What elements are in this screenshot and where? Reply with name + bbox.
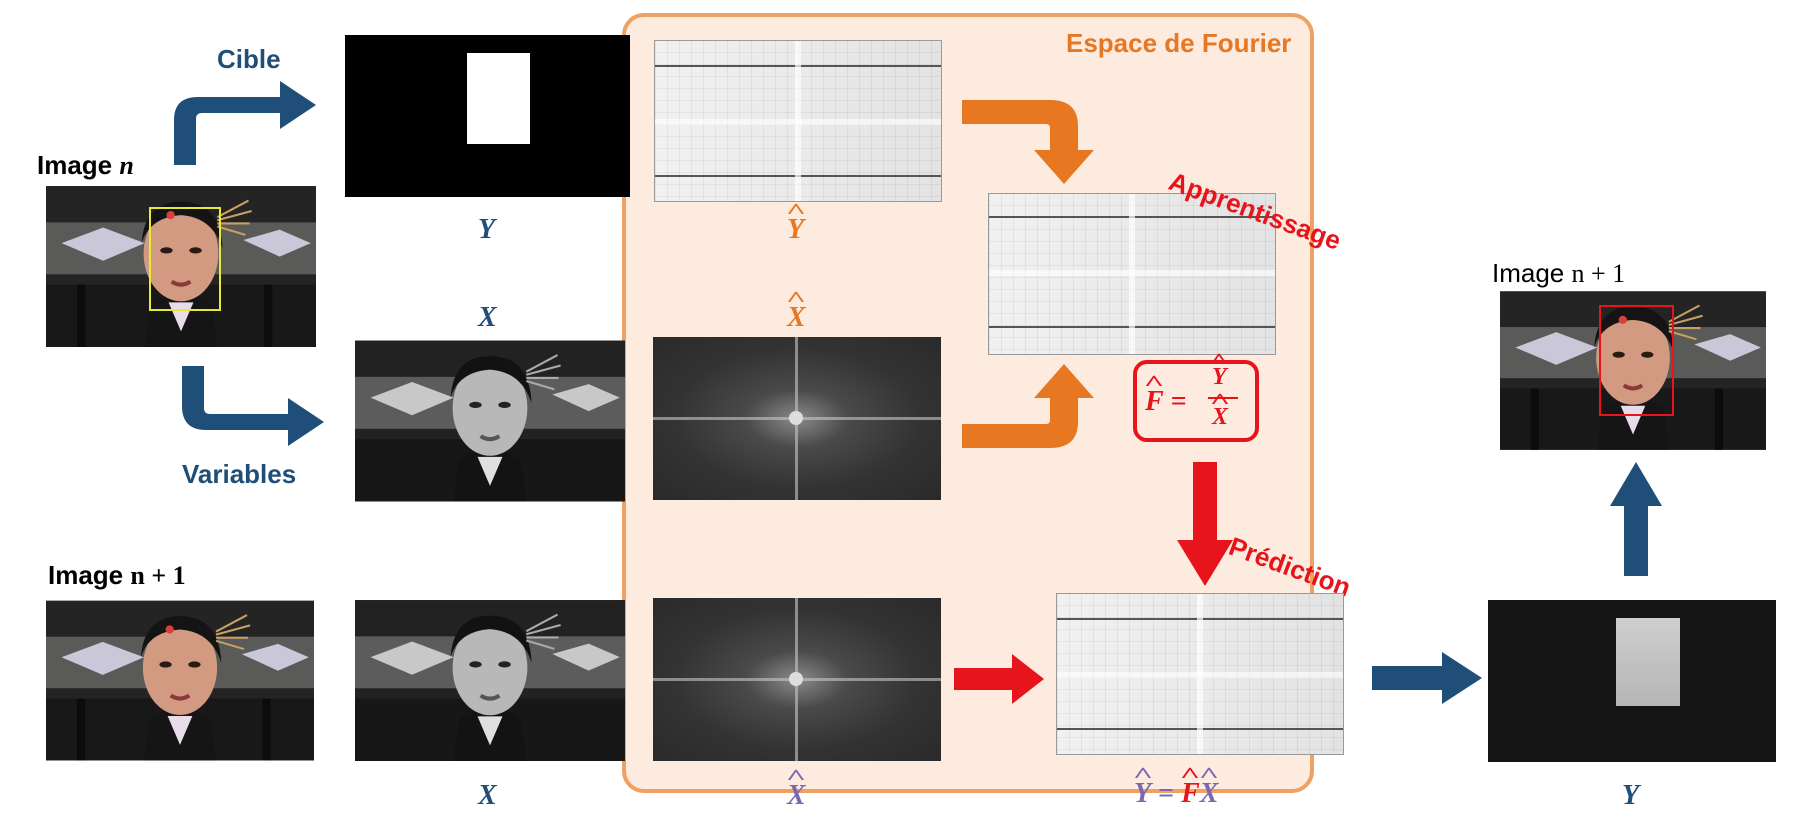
learning-arrow-top bbox=[962, 100, 1094, 184]
target-mask-rect bbox=[467, 53, 530, 144]
formula-F-hat: F = bbox=[1145, 386, 1187, 418]
cible-arrow bbox=[174, 81, 316, 165]
Y-hat-spectrum bbox=[654, 40, 942, 202]
target-box bbox=[149, 207, 221, 311]
image-n-frame bbox=[46, 186, 316, 347]
response-Y-label: Y bbox=[1622, 780, 1640, 811]
F-hat-filter bbox=[988, 193, 1276, 355]
update-up-arrow bbox=[1610, 462, 1662, 576]
predicted-Y-hat bbox=[1056, 593, 1344, 755]
predicted-box bbox=[1599, 305, 1674, 416]
image-n1-label: Image n + 1 bbox=[48, 560, 186, 590]
cible-label: Cible bbox=[217, 44, 281, 74]
image-n1-frame bbox=[46, 600, 314, 761]
prediction-formula: Y = FX bbox=[1134, 778, 1218, 810]
variables-gray-image bbox=[355, 340, 625, 502]
formula-denominator: X bbox=[1212, 404, 1228, 431]
n1-X-label: X bbox=[478, 780, 497, 811]
response-peak bbox=[1616, 618, 1680, 706]
Y-hat-label: Y bbox=[787, 214, 804, 246]
target-Y-label: Y bbox=[478, 214, 496, 245]
prediction-down-arrow bbox=[1177, 462, 1233, 586]
image-n-label: Image n bbox=[37, 150, 134, 180]
image-n1-gray bbox=[355, 600, 625, 761]
X-hat-spectrum-n1 bbox=[653, 598, 941, 761]
inverse-fft-arrow bbox=[1372, 652, 1482, 704]
variables-arrow bbox=[182, 366, 324, 446]
filter-formula-box bbox=[1133, 360, 1259, 442]
image-n1-result bbox=[1500, 290, 1766, 451]
response-map-Y bbox=[1488, 600, 1776, 762]
prediction-right-arrow bbox=[954, 654, 1044, 704]
target-mask-image bbox=[345, 35, 630, 197]
variables-label: Variables bbox=[182, 459, 297, 489]
variables-X-label: X bbox=[478, 302, 497, 333]
learning-arrow-bottom bbox=[962, 364, 1094, 448]
formula-numerator: Y bbox=[1212, 364, 1227, 391]
fourier-space-title: Espace de Fourier bbox=[1066, 28, 1292, 58]
image-n1-result-label: Image n + 1 bbox=[1492, 258, 1626, 288]
X-hat-label-bottom: X bbox=[787, 780, 806, 812]
X-hat-label-top: X bbox=[787, 302, 806, 334]
X-hat-spectrum bbox=[653, 337, 941, 500]
